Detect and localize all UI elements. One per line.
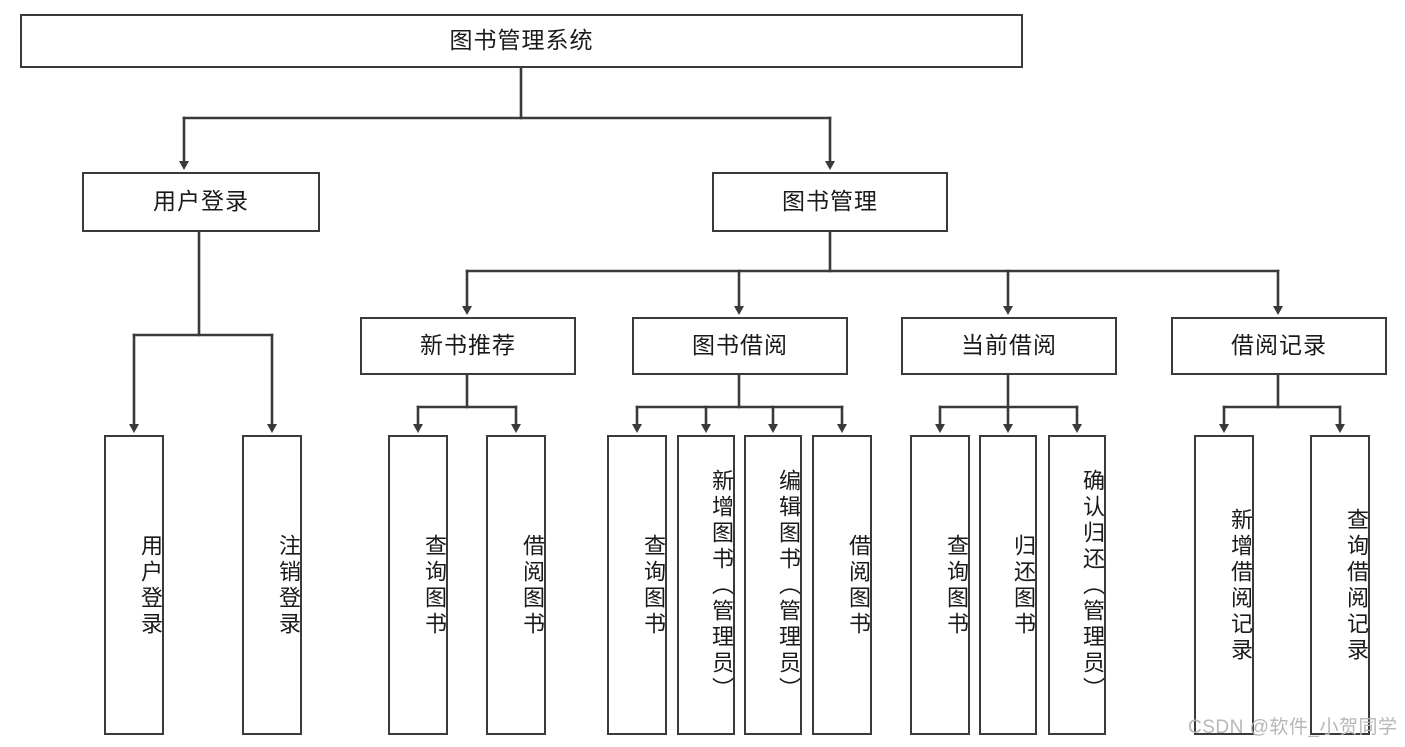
watermark: CSDN @软件_小贺同学 (1188, 717, 1398, 738)
node-leaf-add-record-label: 新增借阅记录 (1228, 508, 1253, 664)
node-new-book-recommend[interactable]: 新书推荐 (360, 317, 576, 375)
node-leaf-query-book-1-label: 查询图书 (422, 534, 447, 638)
node-leaf-query-record-label: 查询借阅记录 (1344, 508, 1369, 664)
node-leaf-query-book-1[interactable]: 查询图书 (388, 435, 448, 735)
node-current-borrow-label: 当前借阅 (961, 332, 1057, 359)
node-root[interactable]: 图书管理系统 (20, 14, 1023, 68)
node-leaf-user-login[interactable]: 用户登录 (104, 435, 164, 735)
node-leaf-edit-book-label: 编辑图书（管理员） (776, 469, 801, 703)
node-leaf-user-login-label: 用户登录 (138, 534, 163, 638)
node-leaf-query-book-2[interactable]: 查询图书 (607, 435, 667, 735)
node-leaf-query-record[interactable]: 查询借阅记录 (1310, 435, 1370, 735)
node-new-book-recommend-label: 新书推荐 (420, 332, 516, 359)
node-leaf-edit-book[interactable]: 编辑图书（管理员） (744, 435, 802, 735)
node-book-borrow[interactable]: 图书借阅 (632, 317, 848, 375)
node-leaf-query-book-2-label: 查询图书 (641, 534, 666, 638)
node-current-borrow[interactable]: 当前借阅 (901, 317, 1117, 375)
node-leaf-logout-login[interactable]: 注销登录 (242, 435, 302, 735)
node-user-login-label: 用户登录 (153, 188, 249, 215)
node-leaf-return-book-label: 归还图书 (1011, 534, 1036, 638)
node-leaf-add-book-label: 新增图书（管理员） (709, 469, 734, 703)
node-leaf-query-book-3[interactable]: 查询图书 (910, 435, 970, 735)
node-leaf-add-book[interactable]: 新增图书（管理员） (677, 435, 735, 735)
node-leaf-return-book[interactable]: 归还图书 (979, 435, 1037, 735)
node-book-management[interactable]: 图书管理 (712, 172, 948, 232)
node-leaf-confirm-return[interactable]: 确认归还（管理员） (1048, 435, 1106, 735)
node-leaf-borrow-book-1-label: 借阅图书 (520, 534, 545, 638)
node-leaf-borrow-book-1[interactable]: 借阅图书 (486, 435, 546, 735)
node-user-login[interactable]: 用户登录 (82, 172, 320, 232)
node-leaf-borrow-book-2-label: 借阅图书 (846, 534, 871, 638)
node-leaf-confirm-return-label: 确认归还（管理员） (1080, 469, 1105, 703)
node-borrow-record[interactable]: 借阅记录 (1171, 317, 1387, 375)
node-leaf-query-book-3-label: 查询图书 (944, 534, 969, 638)
node-leaf-borrow-book-2[interactable]: 借阅图书 (812, 435, 872, 735)
node-book-borrow-label: 图书借阅 (692, 332, 788, 359)
node-root-label: 图书管理系统 (449, 27, 594, 54)
node-book-management-label: 图书管理 (782, 188, 878, 215)
node-borrow-record-label: 借阅记录 (1231, 332, 1327, 359)
node-leaf-add-record[interactable]: 新增借阅记录 (1194, 435, 1254, 735)
node-leaf-logout-login-label: 注销登录 (276, 534, 301, 638)
